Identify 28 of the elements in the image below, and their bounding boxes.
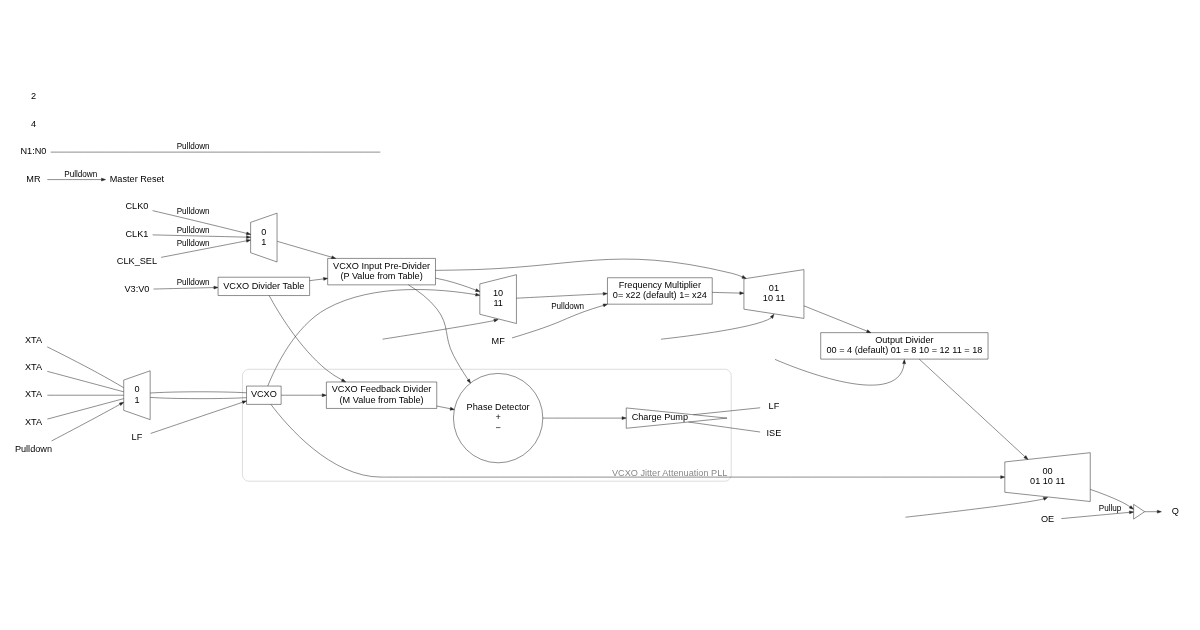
node-text: XTA (24, 334, 42, 345)
node-text: XTA (24, 416, 42, 427)
node-text: Master Reset (109, 173, 165, 184)
node-text: XTA (24, 388, 42, 399)
node-text: LF (131, 431, 143, 442)
edge-label: Pulldown (176, 277, 210, 287)
node-text: LF (768, 400, 780, 411)
node-text: OE (1040, 513, 1055, 524)
node-text: ISE (766, 427, 782, 438)
node-text: V3:V0 (124, 283, 150, 294)
edge-label: Pulldown (64, 169, 98, 179)
node-text: CLK_SEL (116, 255, 158, 266)
node-text: Pulldown (14, 443, 52, 454)
node-text: Q (1171, 505, 1179, 516)
node-text: MF (491, 335, 505, 346)
node-text: CLK1 (125, 228, 149, 239)
label: 4 (30, 118, 36, 129)
node-text: CLK0 (125, 200, 149, 211)
node-text: N1:N0 (20, 145, 47, 156)
node-text: MR (26, 173, 41, 184)
edge-label: Pulldown (176, 238, 210, 248)
edge-label: Pulldown (176, 206, 210, 216)
edge-label: Pullup (1098, 503, 1122, 513)
edge-label: Pulldown (551, 301, 585, 311)
edge-label: Pulldown (176, 225, 210, 235)
label: 2 (30, 90, 36, 101)
node-text: XTA (24, 361, 42, 372)
edge-label: Pulldown (176, 141, 210, 151)
